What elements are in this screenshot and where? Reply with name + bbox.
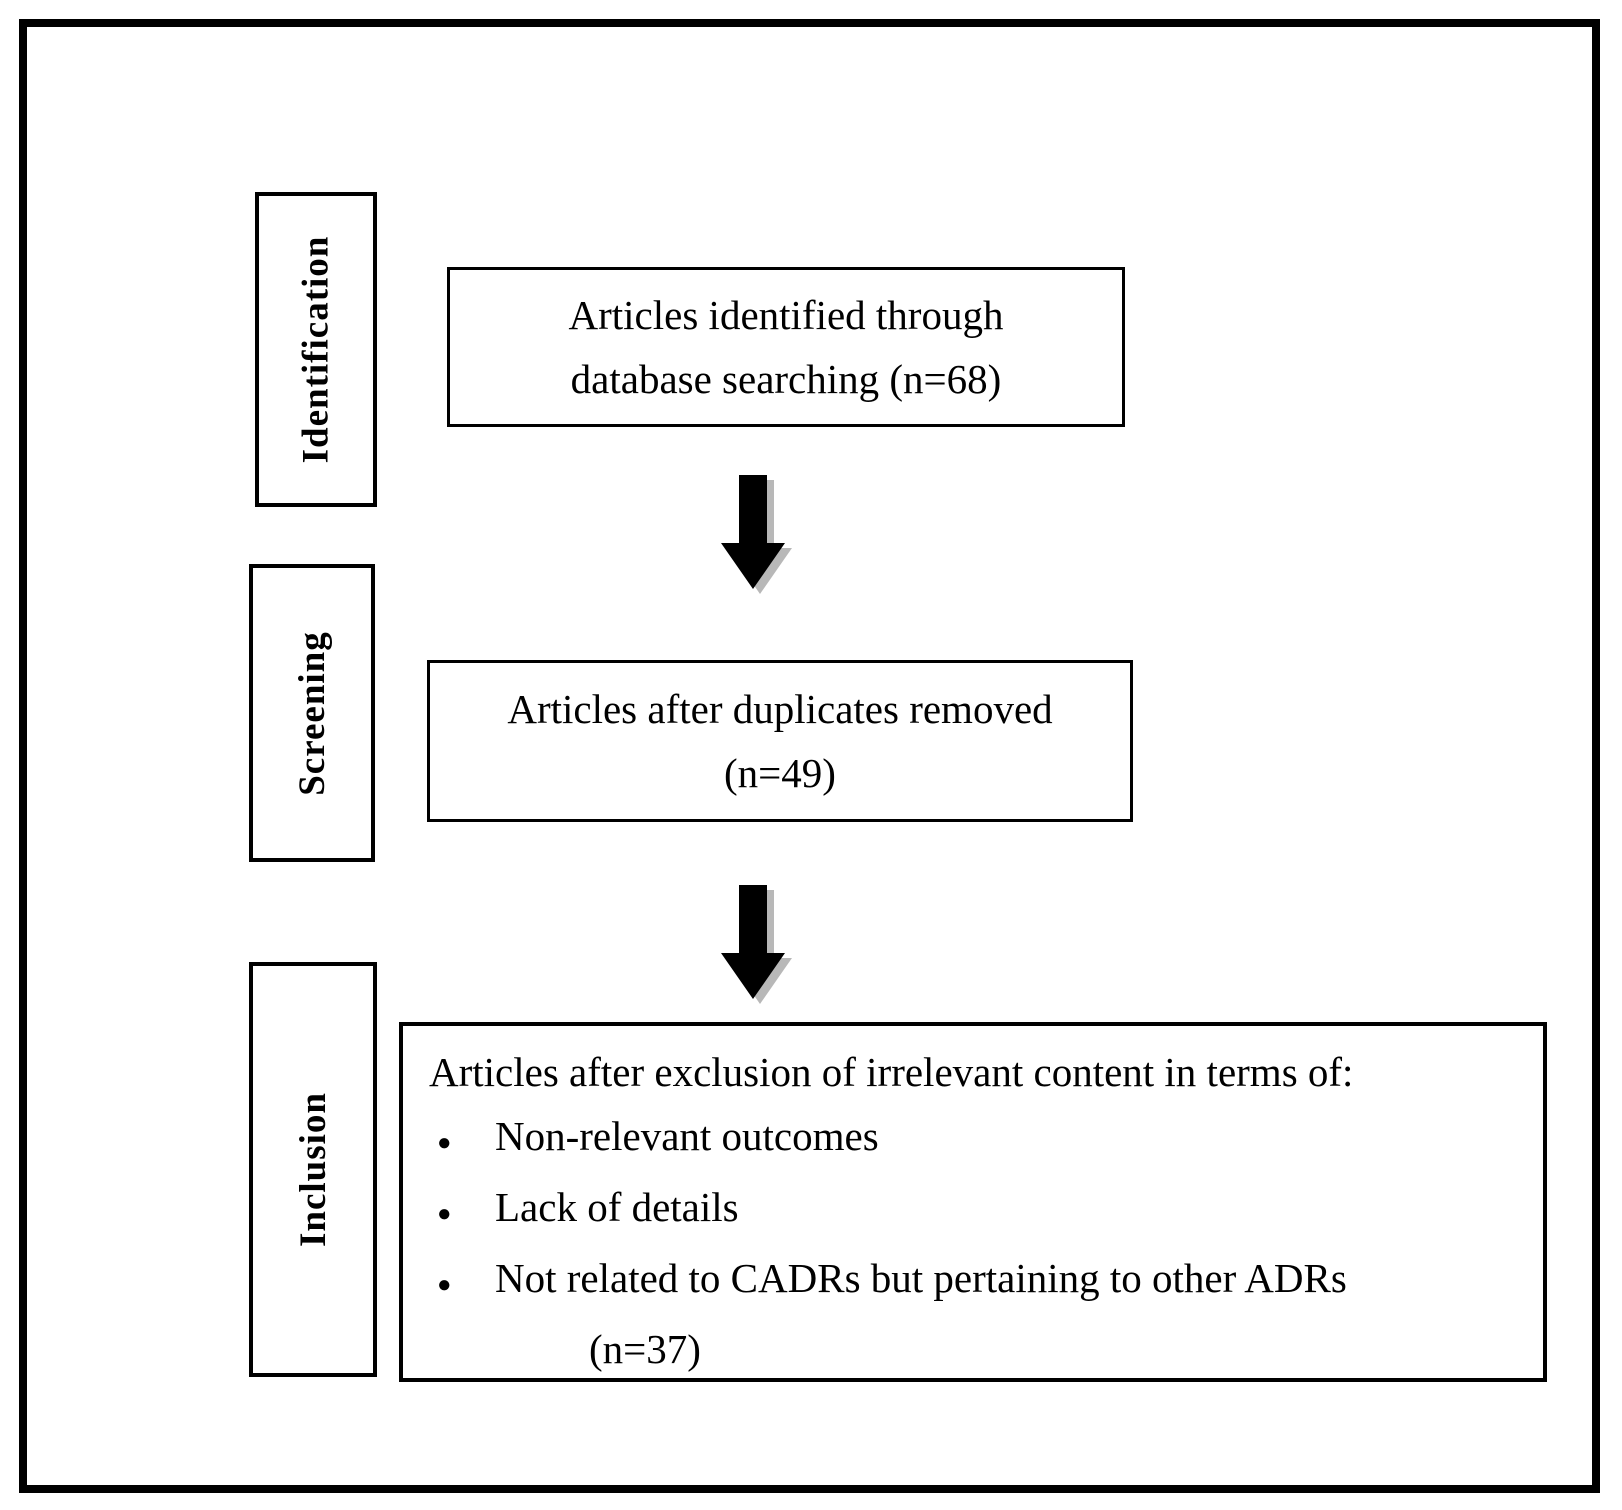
box-articles-identified-line1: Articles identified through xyxy=(568,292,1004,338)
bullet-dot-icon: ● xyxy=(437,1130,452,1156)
box-after-exclusion-heading: Articles after exclusion of irrelevant c… xyxy=(429,1049,1354,1095)
outer-border: Identification Screening Inclusion Artic… xyxy=(19,19,1600,1493)
stage-box-identification: Identification xyxy=(255,192,377,507)
stage-label-identification: Identification xyxy=(295,235,337,464)
bullet-item-label: Not related to CADRs but pertaining to o… xyxy=(495,1255,1347,1301)
box-duplicates-removed: Articles after duplicates removed (n=49) xyxy=(427,660,1133,822)
box-duplicates-removed-line2: (n=49) xyxy=(724,750,836,796)
box-after-exclusion: Articles after exclusion of irrelevant c… xyxy=(399,1022,1547,1382)
stage-label-inclusion: Inclusion xyxy=(292,1091,334,1248)
stage-box-screening: Screening xyxy=(249,564,375,862)
box-after-exclusion-count: (n=37) xyxy=(589,1326,701,1372)
stage-label-screening: Screening xyxy=(291,630,333,796)
bullet-dot-icon: ● xyxy=(437,1201,452,1227)
bullet-item-label: Lack of details xyxy=(495,1184,739,1230)
bullet-item-label: Non-relevant outcomes xyxy=(495,1113,879,1159)
bullet-item: ● Non-relevant outcomes xyxy=(429,1104,1533,1175)
box-duplicates-removed-line1: Articles after duplicates removed xyxy=(507,686,1053,732)
box-articles-identified-line2: database searching (n=68) xyxy=(570,356,1002,402)
bullet-item: ● Not related to CADRs but pertaining to… xyxy=(429,1246,1533,1317)
bullet-item: ● Lack of details xyxy=(429,1175,1533,1246)
box-articles-identified: Articles identified through database sea… xyxy=(447,267,1125,427)
bullet-dot-icon: ● xyxy=(437,1272,452,1298)
down-arrow-icon xyxy=(721,475,785,589)
stage-box-inclusion: Inclusion xyxy=(249,962,377,1377)
down-arrow-icon xyxy=(721,885,785,999)
